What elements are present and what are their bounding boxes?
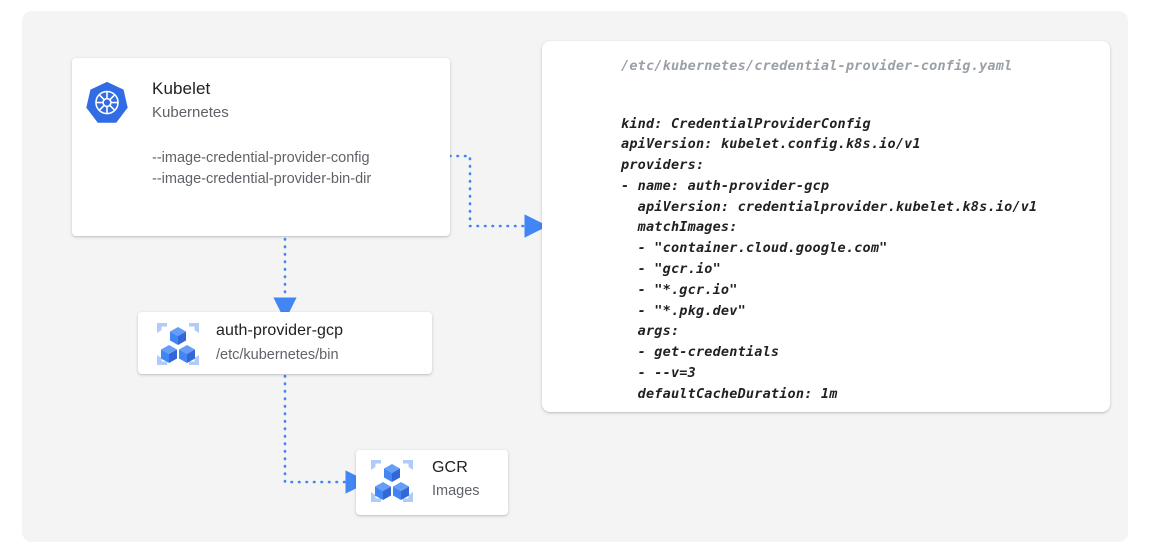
node-card-gcr[interactable]: [356, 450, 508, 515]
kubelet-flag-image-credential-provider-config: --image-credential-provider-config: [152, 150, 370, 166]
kubelet-subtitle: Kubernetes: [152, 104, 229, 121]
auth-provider-title: auth-provider-gcp: [216, 322, 344, 339]
yaml-file-path: /etc/kubernetes/credential-provider-conf…: [621, 58, 1013, 74]
gcp-container-registry-icon: [157, 323, 199, 365]
kubernetes-helm-icon: [86, 81, 128, 123]
gcr-subtitle: Images: [432, 483, 480, 499]
kubelet-flag-image-credential-provider-bin-dir: --image-credential-provider-bin-dir: [152, 171, 372, 187]
auth-provider-subtitle: /etc/kubernetes/bin: [216, 347, 339, 363]
yaml-config-content: kind: CredentialProviderConfig apiVersio…: [621, 115, 1038, 402]
yaml-config-panel[interactable]: [542, 41, 1110, 412]
kubelet-title: Kubelet: [152, 79, 211, 98]
gcr-title: GCR: [432, 459, 468, 476]
gcp-container-registry-icon: [371, 460, 413, 502]
node-card-auth-provider-gcp[interactable]: [138, 312, 432, 374]
node-card-kubelet[interactable]: [72, 58, 450, 236]
